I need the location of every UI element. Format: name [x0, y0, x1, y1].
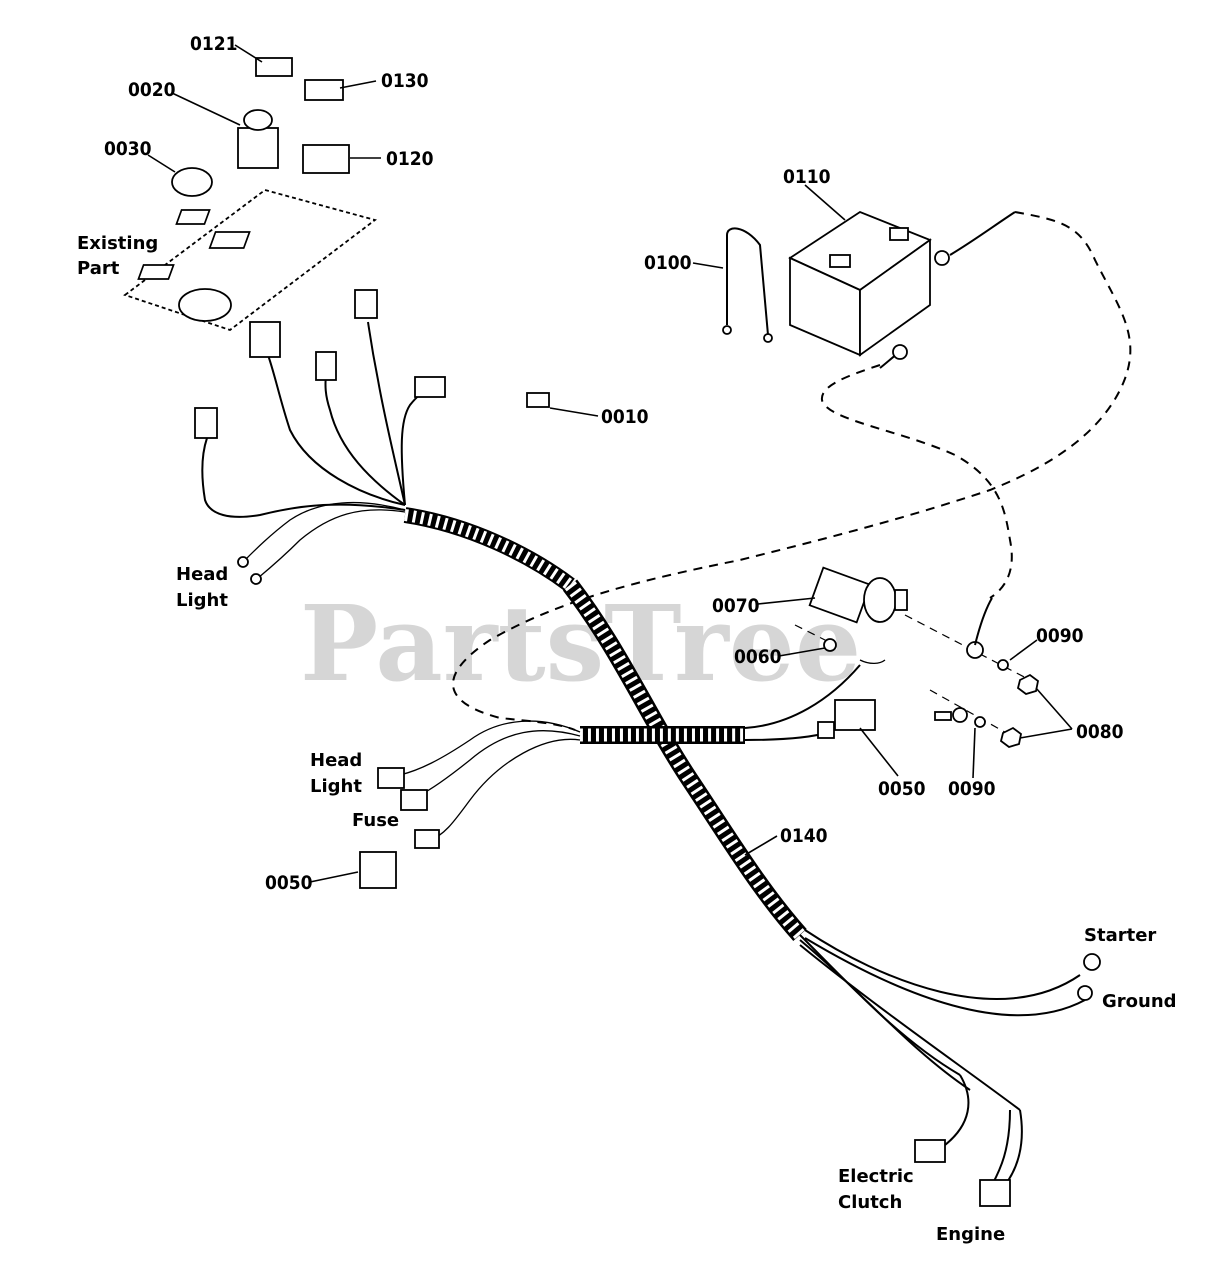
upper-branch-wires	[201, 321, 431, 579]
label-0030: 0030	[104, 138, 152, 160]
washer-0090-b	[974, 716, 986, 728]
pto-knob	[243, 109, 273, 131]
connector-side	[414, 376, 446, 398]
battery-ground-ring	[892, 344, 908, 360]
connector-6pin-upper	[249, 321, 281, 358]
connector-2pin-top	[354, 289, 378, 319]
engine-connector	[979, 1179, 1011, 1207]
note-starter: Starter	[1084, 925, 1156, 946]
battery-0110	[788, 210, 932, 357]
note-headlight-upper-line2: Light	[176, 590, 228, 611]
label-0060: 0060	[734, 646, 782, 668]
electric-clutch-connector	[914, 1139, 946, 1163]
label-0140: 0140	[780, 825, 828, 847]
nut-0080-b	[999, 726, 1022, 748]
connector-0050-upper-plug	[817, 721, 835, 739]
ground-cable-dashed	[820, 364, 1013, 599]
label-0121: 0121	[190, 33, 238, 55]
label-0110: 0110	[783, 166, 831, 188]
label-0090-bottom: 0090	[948, 778, 996, 800]
cover-0130	[304, 79, 344, 101]
solenoid-lead	[859, 659, 886, 665]
terminal-headlight-a	[237, 556, 249, 568]
connector-fuse	[400, 789, 428, 811]
rod-end-a	[722, 325, 732, 335]
ground-ring-terminal	[1077, 985, 1093, 1001]
label-0120: 0120	[386, 148, 434, 170]
connector-2pin-mid	[315, 351, 337, 381]
pto-switch-0020	[237, 127, 279, 169]
note-headlight-lower-line2: Light	[310, 776, 362, 797]
label-0080: 0080	[1076, 721, 1124, 743]
note-engine: Engine	[936, 1224, 1005, 1245]
note-existing-line2: Part	[77, 258, 120, 279]
battery-cable-dashed	[452, 211, 1132, 731]
dash-panel-existing	[123, 189, 377, 332]
main-harness-0140	[403, 507, 1086, 1186]
note-headlight-upper-line1: Head	[176, 564, 228, 585]
hold-down-rod-0100	[726, 227, 769, 336]
clip-0010	[526, 392, 550, 408]
label-0070: 0070	[712, 595, 760, 617]
solenoid-stud-line-b	[929, 689, 1011, 736]
rod-end-b	[763, 333, 773, 343]
terminal-headlight-b	[250, 573, 262, 585]
label-0050-upper: 0050	[878, 778, 926, 800]
battery-cable-ring-top	[934, 250, 950, 266]
nut-0080-a	[1016, 673, 1039, 695]
note-electric-clutch-line1: Electric	[838, 1166, 914, 1187]
connector-headlight-upper	[194, 407, 218, 439]
cover-0121	[255, 57, 293, 77]
solenoid-0070	[808, 566, 908, 624]
connector-headlight-lower	[377, 767, 405, 789]
connector-0050-plug	[414, 829, 440, 849]
label-0050-lower: 0050	[265, 872, 313, 894]
switch-0050-upper	[834, 699, 876, 731]
starter-ring-terminal	[1083, 953, 1101, 971]
label-0020: 0020	[128, 79, 176, 101]
note-electric-clutch-line2: Clutch	[838, 1192, 902, 1213]
note-existing-line1: Existing	[77, 233, 158, 254]
note-headlight-lower-line1: Head	[310, 750, 362, 771]
switch-0050-lower	[359, 851, 397, 889]
note-fuse: Fuse	[352, 810, 399, 831]
battery-cable-positive	[949, 211, 1016, 256]
cable-to-solenoid	[974, 597, 993, 646]
label-0090-top: 0090	[1036, 625, 1084, 647]
switch-0120	[302, 144, 350, 174]
label-0130: 0130	[381, 70, 429, 92]
wire-end-lower	[934, 711, 952, 721]
leader-lines	[147, 44, 1073, 883]
label-0010: 0010	[601, 406, 649, 428]
washer-0090-a	[997, 659, 1009, 671]
screw-guide-line	[794, 624, 836, 646]
screw-0060	[823, 638, 837, 652]
label-0100: 0100	[644, 252, 692, 274]
ignition-0030	[171, 167, 213, 197]
ring-terminal-lower	[952, 707, 968, 723]
secondary-loom	[399, 664, 861, 841]
note-ground: Ground	[1102, 991, 1177, 1012]
